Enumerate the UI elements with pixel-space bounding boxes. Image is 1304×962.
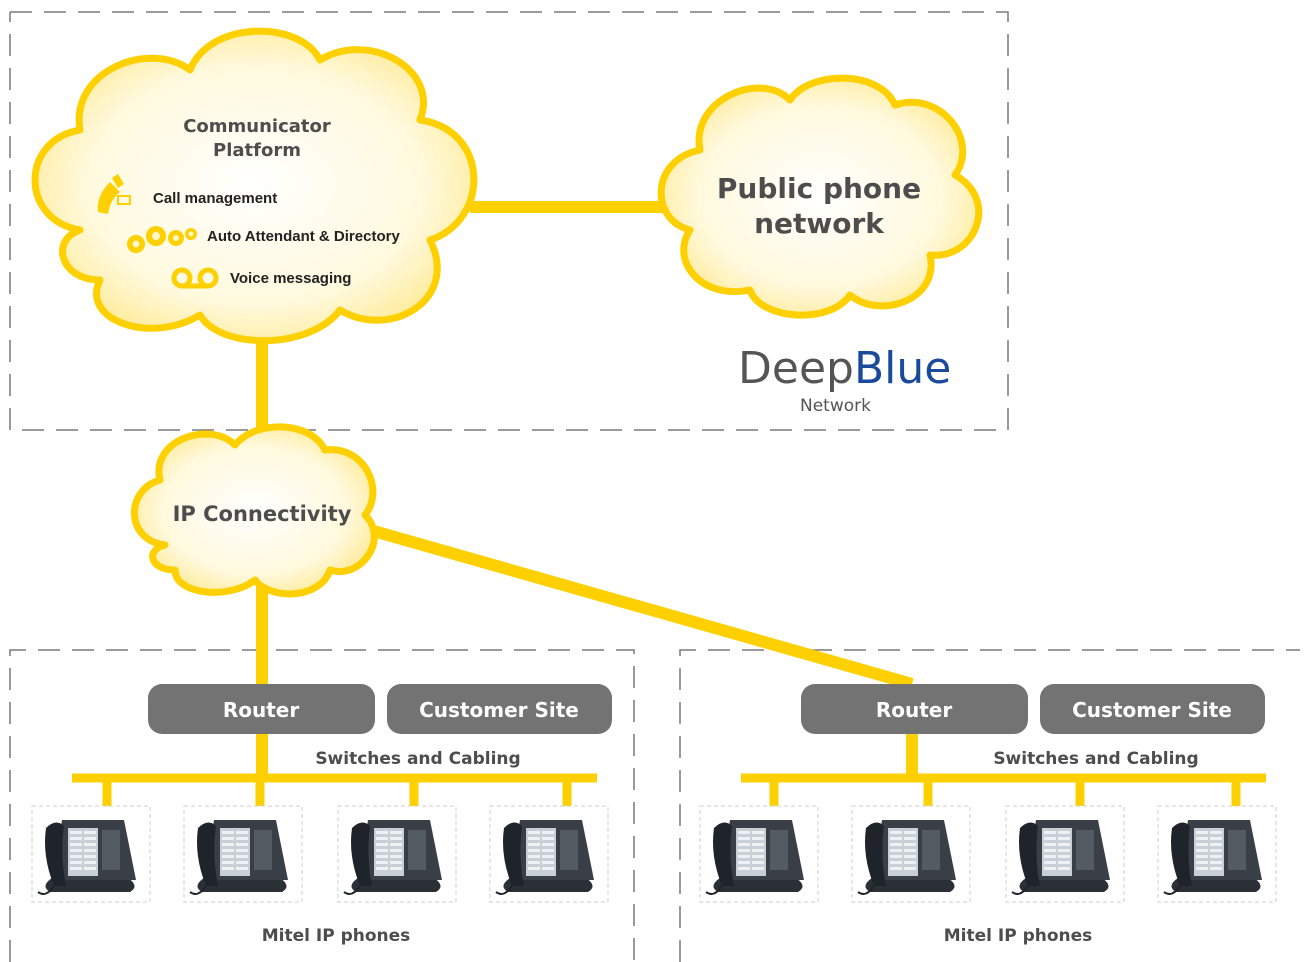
ip-connectivity-cloud: IP Connectivity <box>130 423 378 598</box>
connection-lines <box>256 201 918 780</box>
brand-part2: Blue <box>854 343 951 394</box>
ip-phone-icon <box>1005 805 1125 903</box>
brand-sub: Network <box>800 396 871 416</box>
platform-region-border <box>9 11 1009 431</box>
router-label: Router <box>876 698 953 722</box>
ip-phone-icon <box>489 805 609 903</box>
ip-phone-icon <box>699 805 819 903</box>
public-cloud-line1: Public phone <box>717 172 921 205</box>
voicemail-icon <box>171 267 219 289</box>
customer-site-1: Router Customer Site Switches and Cablin… <box>31 684 612 946</box>
platform-title-line2: Platform <box>213 140 301 161</box>
feature-call-management: Call management <box>153 190 277 207</box>
brand-part1: Deep <box>738 343 854 394</box>
customer-site-label: Customer Site <box>1072 698 1232 722</box>
brand-name: DeepBlue <box>738 343 951 394</box>
customer-site-pill <box>1040 684 1265 734</box>
phones-label: Mitel IP phones <box>944 926 1093 946</box>
ip-phone-icon <box>183 805 303 903</box>
router-pill <box>148 684 375 734</box>
site-2-region-border <box>679 649 1300 962</box>
feature-auto-attendant: Auto Attendant & Directory <box>207 228 400 245</box>
phones-label: Mitel IP phones <box>262 926 411 946</box>
handset-icon <box>97 174 131 214</box>
platform-cloud: Communicator Platform Call management Au… <box>31 27 478 345</box>
ip-phone-icon <box>31 805 151 903</box>
public-phone-cloud: Public phone network <box>657 74 983 319</box>
ip-to-site2-link <box>368 524 914 690</box>
customer-site-pill <box>387 684 612 734</box>
customer-site-label: Customer Site <box>419 698 579 722</box>
platform-title-line1: Communicator <box>183 116 331 137</box>
ip-phone-icon <box>337 805 457 903</box>
customer-site-2: Router Customer Site Switches and Cablin… <box>699 684 1277 946</box>
switches-label: Switches and Cabling <box>315 749 520 769</box>
site-1-region-border <box>9 649 635 962</box>
router-label: Router <box>223 698 300 722</box>
gears-icon <box>127 226 197 253</box>
feature-voice-messaging: Voice messaging <box>230 270 351 287</box>
public-cloud-line2: network <box>754 207 885 240</box>
switches-label: Switches and Cabling <box>993 749 1198 769</box>
ip-cloud-label: IP Connectivity <box>173 502 352 526</box>
router-pill <box>801 684 1028 734</box>
ip-phone-icon <box>1157 805 1277 903</box>
deepblue-logo: DeepBlue Network <box>738 343 951 416</box>
ip-phone-icon <box>851 805 971 903</box>
